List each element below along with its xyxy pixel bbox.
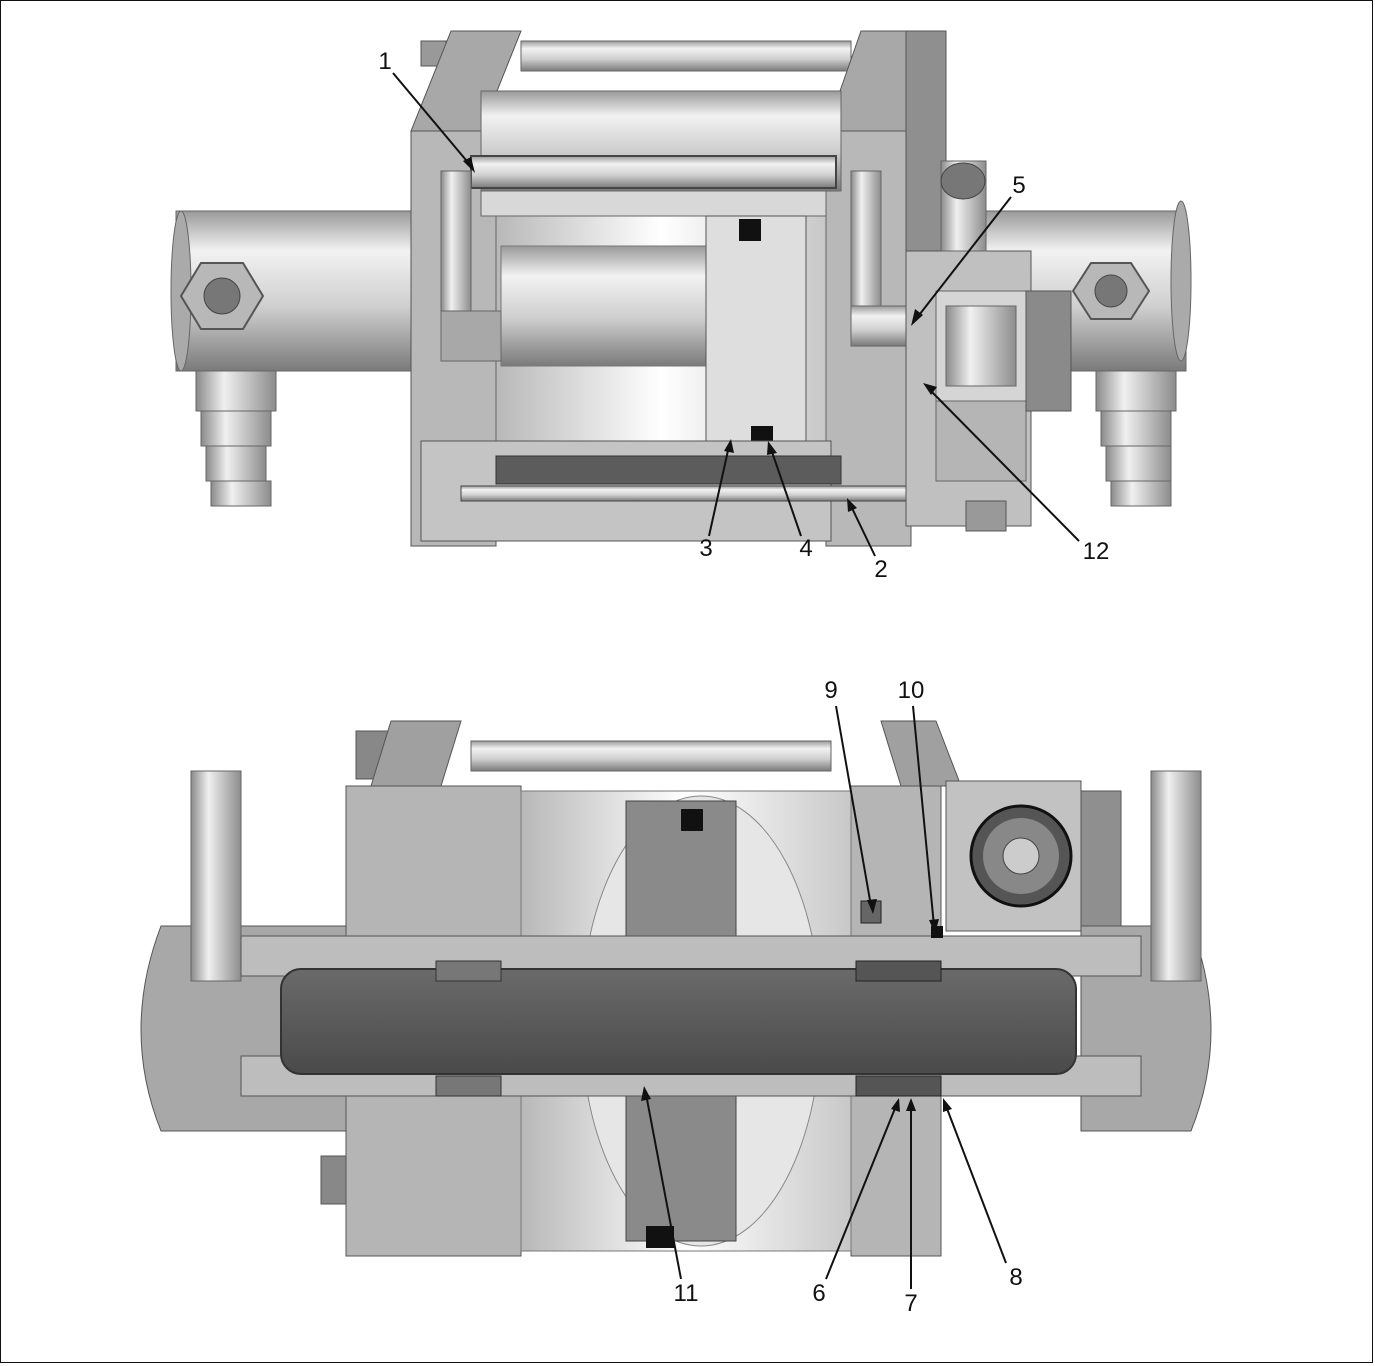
callout-11: 11 bbox=[674, 1280, 699, 1307]
leader-8-arrow bbox=[943, 1098, 952, 1112]
callout-10: 10 bbox=[898, 677, 925, 704]
leader-5-arrow bbox=[911, 309, 923, 326]
leader-9-arrow bbox=[867, 899, 877, 914]
callouts-top: 1 5 12 3 4 2 bbox=[378, 48, 1109, 583]
leader-3-arrow bbox=[724, 439, 734, 453]
leader-11 bbox=[645, 1093, 682, 1280]
leader-5 bbox=[915, 196, 1012, 320]
leader-10 bbox=[912, 705, 935, 927]
callout-3: 3 bbox=[699, 535, 712, 562]
leader-1-arrow bbox=[463, 157, 475, 173]
leader-12-arrow bbox=[923, 383, 937, 395]
callout-12: 12 bbox=[1083, 538, 1110, 565]
bottom-view-assembly bbox=[140, 720, 1212, 1257]
callout-1: 1 bbox=[378, 48, 391, 75]
callout-8: 8 bbox=[1009, 1264, 1022, 1291]
callout-2: 2 bbox=[874, 556, 887, 583]
leader-3 bbox=[708, 445, 730, 537]
leader-6-arrow bbox=[891, 1098, 900, 1112]
top-view-assembly bbox=[170, 30, 1192, 547]
leader-10-arrow bbox=[929, 919, 939, 934]
callouts-bottom: 9 10 11 6 7 8 bbox=[641, 677, 1023, 1317]
callout-7: 7 bbox=[904, 1290, 917, 1317]
callout-5: 5 bbox=[1012, 172, 1025, 199]
leader-8 bbox=[945, 1105, 1007, 1264]
callout-4: 4 bbox=[799, 535, 812, 562]
leader-4 bbox=[770, 448, 802, 537]
leader-12 bbox=[928, 388, 1080, 542]
callout-6: 6 bbox=[812, 1280, 825, 1307]
leader-2-arrow bbox=[847, 498, 857, 512]
leader-6 bbox=[825, 1105, 897, 1280]
callout-9: 9 bbox=[824, 677, 837, 704]
leader-7-arrow bbox=[906, 1098, 916, 1111]
leader-11-arrow bbox=[641, 1086, 651, 1101]
leader-1 bbox=[392, 72, 472, 167]
leader-4-arrow bbox=[767, 441, 777, 455]
leader-2 bbox=[850, 505, 876, 557]
leader-9 bbox=[835, 705, 872, 907]
